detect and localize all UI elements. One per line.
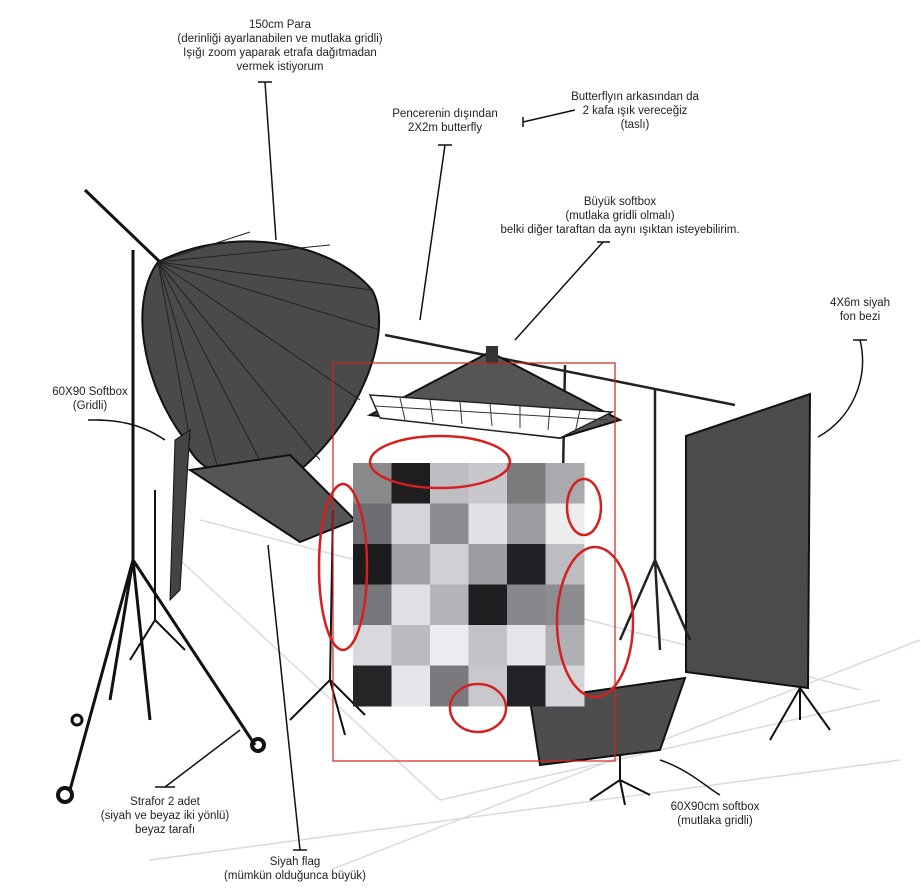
mosaic-tile bbox=[468, 584, 508, 626]
label-line: belki diğer taraftan da aynı ışıktan ist… bbox=[500, 224, 740, 236]
mosaic-tile bbox=[430, 665, 469, 707]
mosaic-tile bbox=[545, 503, 585, 545]
mosaic-tile bbox=[391, 503, 431, 545]
highlight-ellipse bbox=[565, 477, 603, 537]
para-umbrella bbox=[141, 231, 381, 481]
mosaic-tile bbox=[468, 503, 508, 545]
highlight-ellipse bbox=[368, 434, 512, 490]
label-big-softbox: Büyük softbox (mutlaka gridli olmalı) belk… bbox=[460, 195, 780, 237]
mosaic-tile bbox=[430, 544, 469, 585]
mosaic-tile bbox=[391, 544, 431, 585]
mosaic-tile bbox=[353, 625, 392, 666]
mosaic-tile bbox=[391, 584, 431, 626]
label-backdrop: 4X6m siyah fon bezi bbox=[805, 296, 915, 324]
mosaic-tile bbox=[507, 544, 546, 585]
highlight-ellipse bbox=[317, 482, 369, 652]
label-line: Pencerenin dışından bbox=[392, 108, 498, 120]
grid-softbox bbox=[366, 346, 623, 440]
label-flag: Siyah flag (mümkün olduğunca büyük) bbox=[200, 855, 390, 883]
label-line: (mutlaka gridli olmalı) bbox=[565, 210, 675, 222]
mosaic-tile bbox=[468, 544, 508, 585]
label-butterfly-back: Butterflyın arkasından da 2 kafa ışık ver… bbox=[560, 90, 710, 132]
mosaic-tile bbox=[430, 625, 469, 666]
mosaic-tile bbox=[545, 584, 585, 626]
mosaic-tile bbox=[353, 665, 392, 707]
label-line: Butterflyın arkasından da bbox=[571, 91, 699, 103]
label-line: vermek istiyorum bbox=[236, 61, 324, 73]
mosaic-tile bbox=[468, 625, 508, 666]
mosaic-tile bbox=[507, 625, 546, 666]
left-softbox bbox=[169, 429, 191, 602]
highlight-rect bbox=[332, 362, 616, 762]
label-line: (mümkün olduğunca büyük) bbox=[224, 870, 366, 882]
label-line: 2 kafa ışık vereceğiz bbox=[582, 105, 688, 117]
highlight-ellipse bbox=[555, 545, 635, 699]
mosaic-tile bbox=[430, 503, 469, 545]
label-line: (taslı) bbox=[620, 119, 650, 131]
mosaic-tile bbox=[391, 625, 431, 666]
mosaic-tile bbox=[353, 544, 392, 585]
mosaic-tile bbox=[430, 584, 469, 626]
label-line: 4X6m siyah bbox=[829, 297, 891, 309]
mosaic-tile bbox=[545, 463, 585, 504]
label-line: 60X90cm softbox bbox=[670, 801, 760, 813]
label-line: (derinliği ayarlanabilen ve mutlaka grid… bbox=[177, 33, 383, 45]
mosaic-tile bbox=[353, 584, 392, 626]
mosaic-tile bbox=[353, 503, 392, 545]
label-line: Strafor 2 adet bbox=[130, 796, 200, 808]
label-line: (siyah ve beyaz iki yönlü) bbox=[100, 810, 230, 822]
label-para: 150cm Para (derinliği ayarlanabilen ve mu… bbox=[130, 18, 430, 74]
mosaic-tile bbox=[545, 625, 585, 666]
pixelated-subject bbox=[353, 463, 585, 707]
label-line: 2X2m butterfly bbox=[407, 122, 483, 134]
para-stand bbox=[56, 188, 266, 804]
label-line: (mutlaka gridli) bbox=[677, 815, 753, 827]
mosaic-tile bbox=[430, 463, 469, 504]
mosaic-tile bbox=[391, 665, 431, 707]
backdrop bbox=[685, 392, 831, 741]
annotation-lines bbox=[88, 81, 867, 851]
label-line: beyaz tarafı bbox=[134, 824, 196, 836]
mosaic-tile bbox=[507, 503, 546, 545]
label-line: (Gridli) bbox=[72, 400, 108, 412]
label-left-softbox: 60X90 Softbox (Gridli) bbox=[35, 385, 145, 413]
mosaic-tile bbox=[545, 665, 585, 707]
highlight-ellipse bbox=[448, 682, 508, 734]
label-line: Siyah flag bbox=[269, 856, 321, 868]
small-stands bbox=[129, 490, 651, 806]
label-bottom-softbox: 60X90cm softbox (mutlaka gridli) bbox=[640, 800, 790, 828]
label-strafor: Strafor 2 adet (siyah ve beyaz iki yönlü)… bbox=[70, 795, 260, 837]
mosaic-tile bbox=[507, 584, 546, 626]
label-line: fon bezi bbox=[839, 311, 881, 323]
mosaic-tile bbox=[507, 665, 546, 707]
mosaic-tile bbox=[507, 463, 546, 504]
label-butterfly: Pencerenin dışından 2X2m butterfly bbox=[375, 107, 515, 135]
label-line: 60X90 Softbox bbox=[52, 386, 128, 398]
label-line: Büyük softbox bbox=[583, 196, 657, 208]
label-line: Işığı zoom yaparak etrafa dağıtmadan bbox=[183, 47, 377, 59]
label-line: 150cm Para bbox=[248, 19, 311, 31]
highlight-marks bbox=[317, 362, 635, 762]
